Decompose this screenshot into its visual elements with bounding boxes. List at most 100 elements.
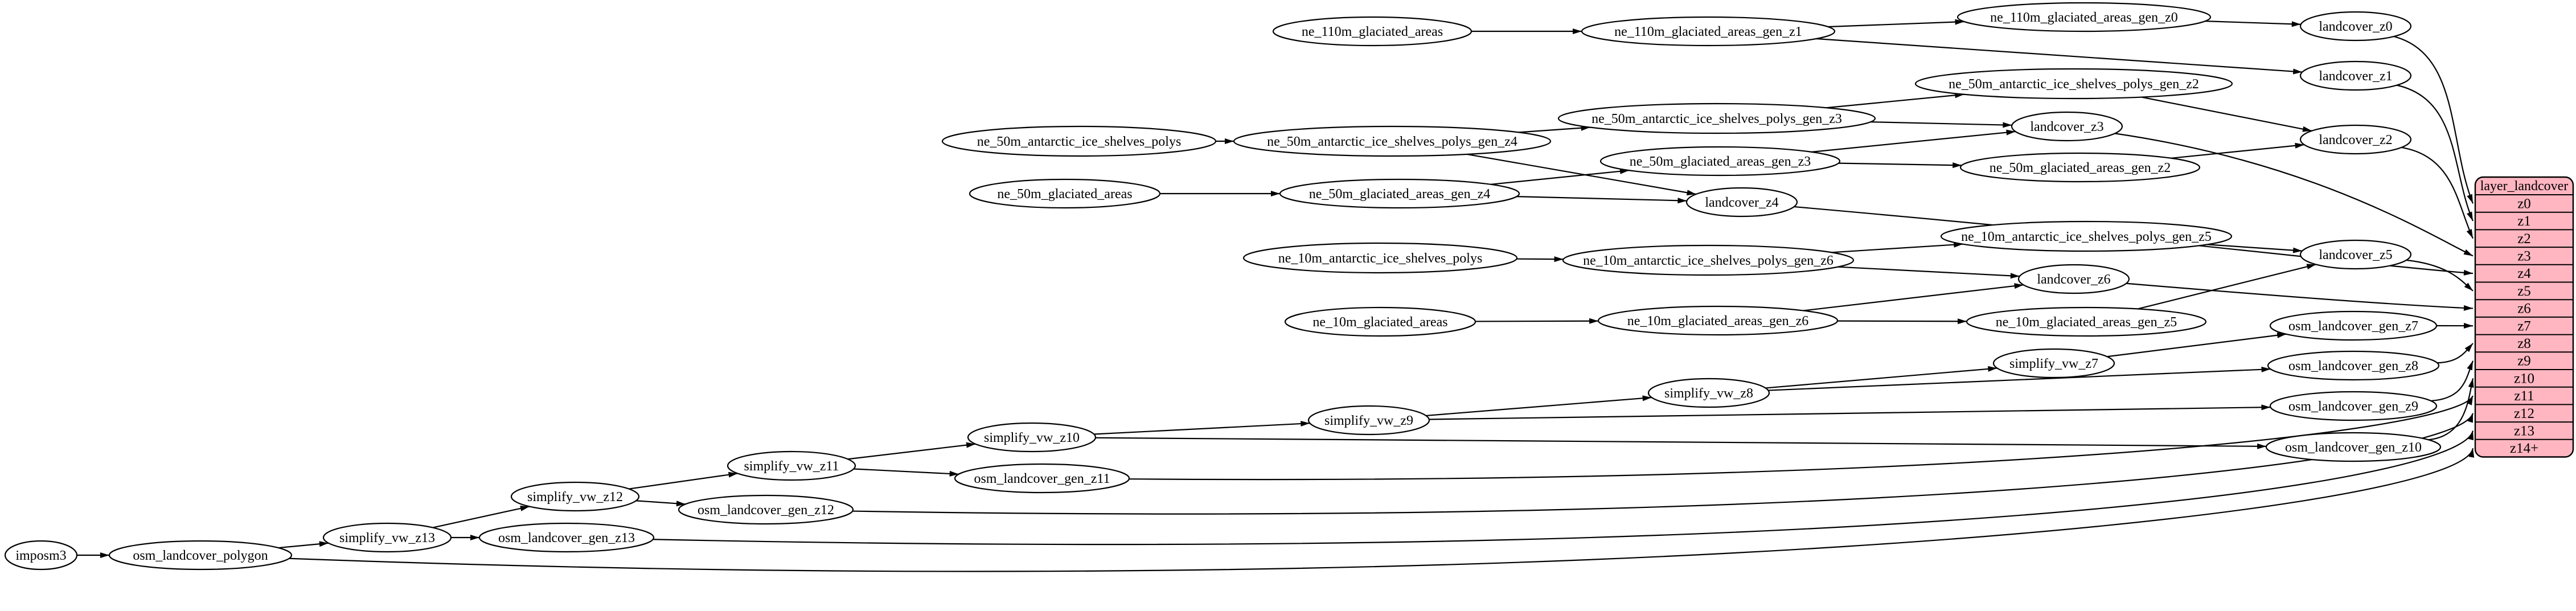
node-landcover_z3: landcover_z3: [2011, 111, 2123, 142]
node-osm_landcover_gen_z8: osm_landcover_gen_z8: [2267, 350, 2440, 381]
table-row-z9: z9: [2517, 354, 2531, 369]
edge-ne_10m_glaciated_areas_gen_z5-to-landcover_z5: [2138, 264, 2316, 310]
node-ellipse-landcover_z4: [1685, 187, 1798, 218]
edge-ne_10m_antarctic_ice_shelves_polys_gen_z5-to-landcover_z5: [2207, 244, 2303, 253]
node-ellipse-simplify_vw_z13: [322, 522, 452, 553]
edge-osm_landcover_gen_z10-to-row-z10: [2428, 378, 2474, 441]
node-ellipse-ne_50m_antarctic_ice_shelves_polys_gen_z3: [1557, 102, 1876, 134]
edge-landcover_z2-to-row-z2: [2401, 146, 2474, 239]
node-simplify_vw_z11: simplify_vw_z11: [727, 450, 856, 481]
node-landcover_z6: landcover_z6: [2017, 264, 2130, 294]
node-ellipse-ne_50m_glaciated_areas_gen_z3: [1599, 146, 1841, 177]
table-row-z12: z12: [2514, 406, 2534, 421]
edge-landcover_z6-to-row-z6: [2126, 282, 2474, 311]
node-ne_10m_glaciated_areas_gen_z5: ne_10m_glaciated_areas_gen_z5: [1966, 306, 2207, 337]
edge-ne_10m_glaciated_areas-to-ne_10m_glaciated_areas_gen_z6: [1475, 318, 1599, 324]
table-row-z0: z0: [2517, 196, 2531, 211]
node-ellipse-ne_110m_glaciated_areas_gen_z1: [1581, 16, 1836, 47]
node-ne_50m_glaciated_areas_gen_z3: ne_50m_glaciated_areas_gen_z3: [1599, 146, 1841, 177]
node-landcover_z5: landcover_z5: [2299, 239, 2412, 270]
node-ellipse-landcover_z3: [2011, 111, 2123, 142]
node-ne_50m_antarctic_ice_shelves_polys_gen_z4: ne_50m_antarctic_ice_shelves_polys_gen_z…: [1233, 125, 1552, 157]
node-osm_landcover_gen_z11: osm_landcover_gen_z11: [954, 463, 1130, 494]
node-ellipse-osm_landcover_gen_z10: [2265, 432, 2442, 462]
node-ellipse-ne_10m_antarctic_ice_shelves_polys: [1242, 242, 1518, 274]
node-label-simplify_vw_z7: simplify_vw_z7: [2009, 356, 2098, 371]
edge-simplify_vw_z8-to-simplify_vw_z7: [1765, 366, 1997, 389]
node-ellipse-landcover_z2: [2299, 124, 2412, 155]
edge-osm_landcover_gen_z11-to-row-z11: [1129, 395, 2474, 481]
node-landcover_z4: landcover_z4: [1685, 187, 1798, 218]
table-row-z14+: z14+: [2510, 441, 2538, 456]
node-label-landcover_z3: landcover_z3: [2030, 120, 2103, 134]
edge-landcover_z1-to-row-z1: [2397, 84, 2474, 222]
node-label-simplify_vw_z8: simplify_vw_z8: [1664, 386, 1753, 401]
node-label-landcover_z5: landcover_z5: [2319, 248, 2392, 263]
node-simplify_vw_z13: simplify_vw_z13: [322, 522, 452, 553]
node-label-ne_50m_glaciated_areas_gen_z4: ne_50m_glaciated_areas_gen_z4: [1309, 187, 1491, 202]
node-simplify_vw_z10: simplify_vw_z10: [967, 422, 1097, 453]
node-label-landcover_z6: landcover_z6: [2037, 272, 2110, 287]
node-label-osm_landcover_gen_z7: osm_landcover_gen_z7: [2288, 319, 2418, 334]
node-ellipse-simplify_vw_z11: [727, 450, 856, 481]
node-ellipse-osm_landcover_gen_z11: [954, 463, 1130, 494]
node-ne_10m_antarctic_ice_shelves_polys_gen_z6: ne_10m_antarctic_ice_shelves_polys_gen_z…: [1562, 244, 1855, 276]
node-osm_landcover_gen_z9: osm_landcover_gen_z9: [2269, 391, 2438, 421]
node-ellipse-ne_10m_antarctic_ice_shelves_polys_gen_z6: [1562, 244, 1855, 276]
node-ne_50m_antarctic_ice_shelves_polys_gen_z2: ne_50m_antarctic_ice_shelves_polys_gen_z…: [1914, 68, 2233, 100]
edge-simplify_vw_z11-to-osm_landcover_gen_z11: [854, 468, 959, 477]
node-ellipse-landcover_z0: [2299, 11, 2412, 42]
edge-ne_50m_glaciated_areas_gen_z3-to-landcover_z3: [1811, 129, 2016, 153]
node-ellipse-ne_110m_glaciated_areas_gen_z0: [1956, 2, 2212, 32]
node-osm_landcover_polygon: osm_landcover_polygon: [108, 540, 293, 571]
node-label-osm_landcover_polygon: osm_landcover_polygon: [133, 548, 268, 563]
node-simplify_vw_z12: simplify_vw_z12: [510, 481, 640, 512]
node-ellipse-osm_landcover_polygon: [108, 540, 293, 571]
edge-simplify_vw_z8-to-osm_landcover_gen_z8: [1768, 366, 2271, 391]
node-simplify_vw_z7: simplify_vw_z7: [1992, 348, 2115, 379]
table-row-z3: z3: [2517, 248, 2531, 264]
node-ne_50m_glaciated_areas_gen_z4: ne_50m_glaciated_areas_gen_z4: [1279, 178, 1520, 209]
node-label-landcover_z2: landcover_z2: [2319, 133, 2392, 147]
node-label-ne_50m_glaciated_areas_gen_z3: ne_50m_glaciated_areas_gen_z3: [1630, 154, 1811, 169]
node-ne_10m_glaciated_areas_gen_z6: ne_10m_glaciated_areas_gen_z6: [1597, 305, 1839, 336]
node-label-imposm3: imposm3: [15, 548, 66, 563]
node-label-ne_110m_glaciated_areas_gen_z0: ne_110m_glaciated_areas_gen_z0: [1990, 10, 2178, 25]
node-label-ne_50m_glaciated_areas_gen_z2: ne_50m_glaciated_areas_gen_z2: [1990, 161, 2171, 175]
node-ellipse-osm_landcover_gen_z13: [478, 522, 655, 553]
node-ellipse-ne_110m_glaciated_areas: [1272, 16, 1472, 47]
node-label-ne_50m_antarctic_ice_shelves_polys_gen_z2: ne_50m_antarctic_ice_shelves_polys_gen_z…: [1949, 77, 2199, 92]
node-ellipse-ne_50m_antarctic_ice_shelves_polys_gen_z4: [1233, 125, 1552, 157]
table-row-z13: z13: [2514, 423, 2534, 438]
node-ne_50m_glaciated_areas: ne_50m_glaciated_areas: [969, 178, 1161, 209]
node-label-ne_110m_glaciated_areas: ne_110m_glaciated_areas: [1302, 24, 1443, 39]
node-ne_110m_glaciated_areas_gen_z1: ne_110m_glaciated_areas_gen_z1: [1581, 16, 1836, 47]
node-ellipse-osm_landcover_gen_z7: [2269, 310, 2438, 341]
node-simplify_vw_z9: simplify_vw_z9: [1307, 405, 1430, 436]
node-ellipse-ne_10m_antarctic_ice_shelves_polys_gen_z5: [1940, 220, 2233, 252]
node-ellipse-osm_landcover_gen_z9: [2269, 391, 2438, 421]
node-label-osm_landcover_gen_z13: osm_landcover_gen_z13: [498, 531, 635, 546]
edge-landcover_z4-to-row-z4: [1794, 206, 2474, 276]
node-label-osm_landcover_gen_z11: osm_landcover_gen_z11: [974, 471, 1110, 486]
node-ellipse-landcover_z5: [2299, 239, 2412, 270]
node-landcover_z1: landcover_z1: [2299, 60, 2412, 91]
table-row-z10: z10: [2514, 371, 2534, 386]
edge-simplify_vw_z9-to-simplify_vw_z8: [1426, 395, 1652, 417]
edge-osm_landcover_polygon-to-simplify_vw_z13: [278, 541, 329, 549]
edge-simplify_vw_z9-to-osm_landcover_gen_z9: [1429, 404, 2271, 420]
node-label-ne_10m_antarctic_ice_shelves_polys: ne_10m_antarctic_ice_shelves_polys: [1278, 251, 1483, 266]
node-ellipse-osm_landcover_gen_z12: [678, 494, 854, 525]
edge-ne_10m_antarctic_ice_shelves_polys_gen_z6-to-ne_10m_antarctic_ice_shelves_polys_gen_z5: [1831, 241, 1963, 253]
node-label-ne_10m_antarctic_ice_shelves_polys_gen_z6: ne_10m_antarctic_ice_shelves_polys_gen_z…: [1583, 253, 1833, 268]
node-label-landcover_z4: landcover_z4: [1705, 195, 1778, 210]
edge-simplify_vw_z10-to-osm_landcover_gen_z10: [1095, 437, 2267, 449]
node-ne_110m_glaciated_areas_gen_z0: ne_110m_glaciated_areas_gen_z0: [1956, 2, 2212, 32]
node-label-osm_landcover_gen_z12: osm_landcover_gen_z12: [698, 503, 834, 518]
node-label-simplify_vw_z12: simplify_vw_z12: [527, 490, 623, 505]
node-ellipse-ne_50m_glaciated_areas: [969, 178, 1161, 209]
edge-ne_50m_antarctic_ice_shelves_polys_gen_z2-to-landcover_z2: [2141, 96, 2312, 132]
node-label-simplify_vw_z11: simplify_vw_z11: [744, 459, 839, 474]
node-ellipse-ne_50m_antarctic_ice_shelves_polys_gen_z2: [1914, 68, 2233, 100]
node-ne_10m_glaciated_areas: ne_10m_glaciated_areas: [1284, 306, 1476, 337]
